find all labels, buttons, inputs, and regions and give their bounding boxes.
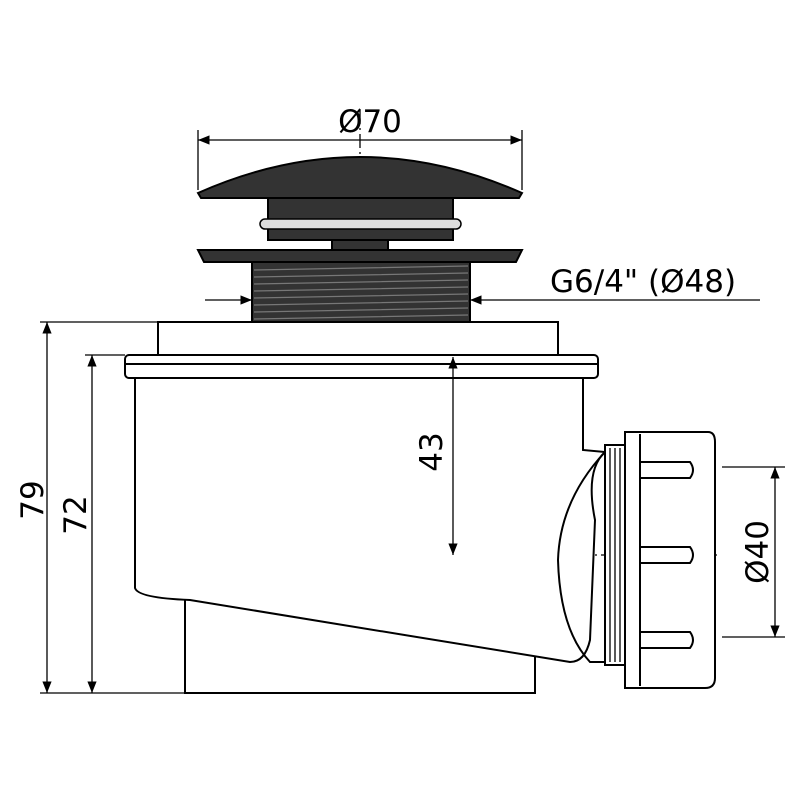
outlet-height-label: 43 bbox=[414, 432, 450, 471]
dimension-outlet-height: 43 bbox=[414, 357, 458, 555]
o-ring bbox=[259, 218, 462, 230]
dimension-thread: G6/4" (Ø48) bbox=[205, 264, 760, 305]
body-rim bbox=[124, 354, 599, 379]
outlet-bulge bbox=[556, 451, 606, 663]
body-height-label: 72 bbox=[58, 495, 94, 534]
dimension-body-height: 72 bbox=[58, 354, 125, 693]
neck bbox=[331, 239, 389, 251]
dimension-total-height: 79 bbox=[15, 321, 185, 694]
flange bbox=[196, 249, 524, 263]
dimension-cap-diameter: Ø70 bbox=[197, 104, 523, 190]
threaded-body bbox=[251, 261, 471, 323]
outlet-thread-lines bbox=[609, 448, 621, 662]
outlet-diameter-label: Ø40 bbox=[740, 520, 776, 584]
total-height-label: 79 bbox=[15, 480, 51, 519]
outlet-nut bbox=[624, 431, 716, 689]
thread-label: G6/4" (Ø48) bbox=[550, 264, 736, 300]
cap-diameter-label: Ø70 bbox=[338, 104, 402, 140]
dimension-outlet-diameter: Ø40 bbox=[722, 466, 785, 638]
top-plate bbox=[157, 321, 559, 356]
cap-dome bbox=[196, 156, 524, 199]
trap-body bbox=[134, 377, 608, 664]
